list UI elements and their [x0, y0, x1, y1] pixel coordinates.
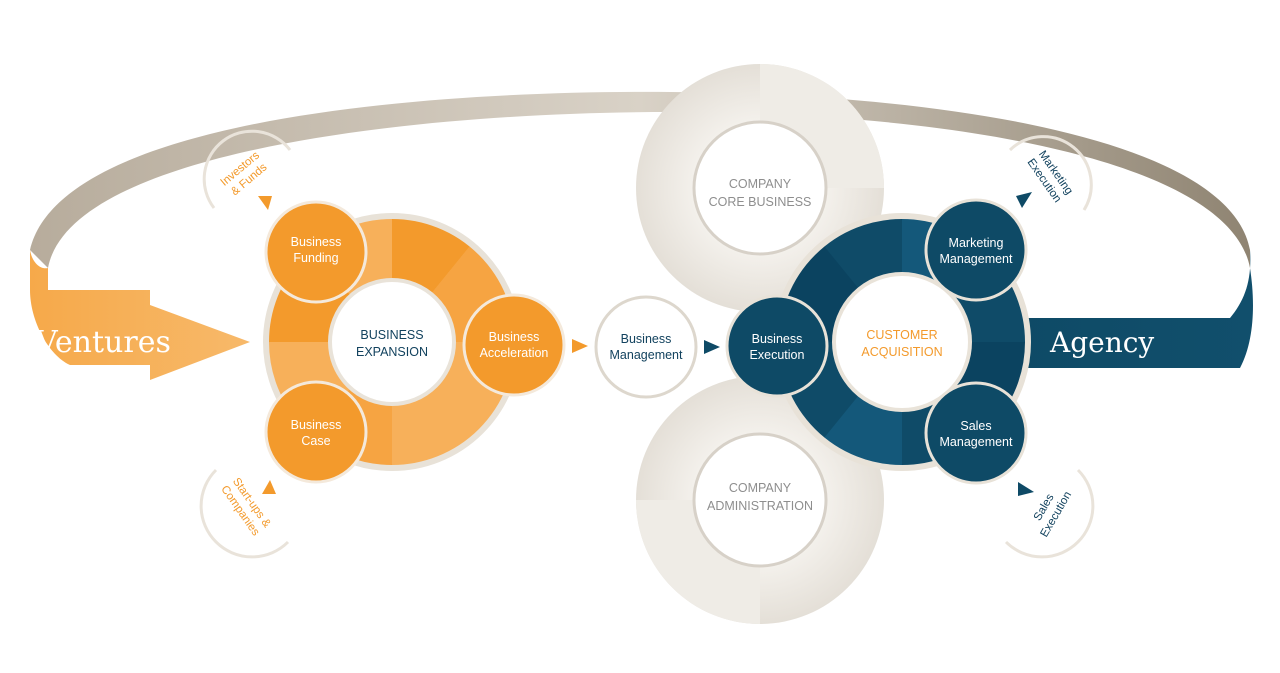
acceleration-line1: Business [489, 330, 540, 344]
management-line2: Management [610, 348, 683, 362]
acquisition-line2: ACQUISITION [861, 345, 942, 359]
ventures-arrow [30, 250, 250, 380]
arrow-acceleration-to-management [572, 339, 588, 353]
core-line2: CORE BUSINESS [709, 195, 812, 209]
business-expansion-hub: BUSINESS EXPANSION Business Funding Busi… [263, 200, 566, 484]
business-acceleration-node [462, 293, 566, 397]
expansion-line2: EXPANSION [356, 345, 428, 359]
startups-arrow [262, 480, 276, 494]
execution-line1: Business [752, 332, 803, 346]
expansion-line1: BUSINESS [360, 328, 423, 342]
marketing-exec-arrow [1016, 192, 1032, 208]
business-execution-node [725, 294, 829, 398]
acceleration-line2: Acceleration [480, 346, 549, 360]
investors-arrow [258, 196, 272, 210]
marketing-line1: Marketing [949, 236, 1004, 250]
sales-line2: Management [940, 435, 1013, 449]
sales-execution-label: Sales Execution [1004, 468, 1095, 559]
agency-label: Agency [1049, 326, 1154, 359]
admin-line2: ADMINISTRATION [707, 499, 813, 513]
customer-acquisition-hub: CUSTOMER ACQUISITION Business Execution … [725, 198, 1031, 485]
case-line2: Case [301, 434, 330, 448]
funding-line1: Business [291, 235, 342, 249]
ventures-label: Ventures [35, 325, 171, 360]
core-line1: COMPANY [729, 177, 792, 191]
acquisition-line1: CUSTOMER [866, 328, 937, 342]
funding-line2: Funding [293, 251, 338, 265]
business-management-node: Business Management [594, 295, 698, 399]
business-funding-node [264, 200, 368, 304]
business-case-node [264, 380, 368, 484]
sales-exec-arrow [1018, 482, 1034, 496]
case-line1: Business [291, 418, 342, 432]
sales-line1: Sales [960, 419, 991, 433]
agency-ribbon [1010, 250, 1253, 368]
execution-line2: Execution [750, 348, 805, 362]
sales-management-node [924, 381, 1028, 485]
marketing-management-node [924, 198, 1028, 302]
management-line1: Business [621, 332, 672, 346]
admin-line1: COMPANY [729, 481, 792, 495]
startups-companies-label: Start-ups & Companies [199, 468, 290, 559]
arrow-management-to-execution [704, 340, 720, 354]
marketing-line2: Management [940, 252, 1013, 266]
